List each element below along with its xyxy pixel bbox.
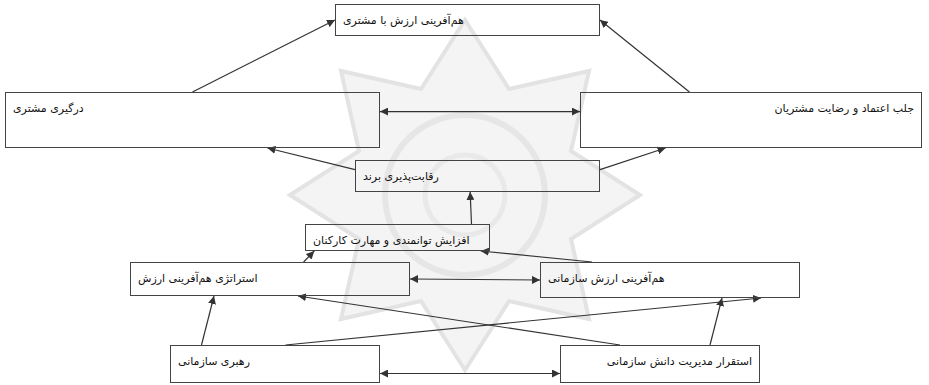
concept-box: رقابت‌پذیری برند	[355, 160, 600, 192]
box-label: رقابت‌پذیری برند	[363, 170, 439, 184]
arrow-connector	[268, 148, 356, 170]
box-label: جلب اعتماد و رضایت مشتریان	[774, 102, 914, 116]
box-label: هم‌آفرینی ارزش سازمانی	[548, 272, 665, 286]
box-label: رهبری سازمانی	[178, 355, 250, 369]
concept-box: هم‌آفرینی ارزش سازمانی	[540, 262, 800, 298]
arrow-connector	[193, 20, 336, 92]
arrow-connector	[600, 148, 666, 170]
arrow-connector	[600, 20, 689, 92]
concept-box: افزایش توانمندی و مهارت کارکنان	[305, 224, 490, 251]
concept-box: استراتژی هم‌آفرینی ارزش	[130, 262, 410, 296]
concept-box: درگیری مشتری	[5, 92, 380, 148]
concept-box: استقرار مدیریت دانش سازمانی	[560, 345, 760, 383]
arrow-connector	[202, 296, 215, 345]
concept-box: رهبری سازمانی	[170, 345, 380, 383]
box-label: درگیری مشتری	[13, 102, 84, 116]
concept-box: جلب اعتماد و رضایت مشتریان	[580, 92, 922, 148]
box-label: استقرار مدیریت دانش سازمانی	[607, 355, 752, 369]
watermark-ring	[385, 115, 545, 275]
box-label: افزایش توانمندی و مهارت کارکنان	[313, 234, 470, 248]
arrow-connector	[380, 373, 560, 374]
arrow-connector	[304, 251, 315, 262]
box-label: هم‌آفرینی ارزش با مشتری	[343, 14, 464, 28]
box-label: استراتژی هم‌آفرینی ارزش	[138, 272, 258, 286]
arrow-connector	[481, 251, 592, 262]
watermark-ring	[425, 155, 505, 235]
concept-box: هم‌آفرینی ارزش با مشتری	[335, 4, 600, 36]
arrow-connector	[410, 279, 540, 280]
arrow-connector	[470, 192, 471, 224]
watermark-star	[290, 20, 640, 370]
arrow-connector	[710, 298, 722, 345]
arrow-connector	[298, 296, 620, 345]
arrow-connector	[380, 111, 580, 112]
